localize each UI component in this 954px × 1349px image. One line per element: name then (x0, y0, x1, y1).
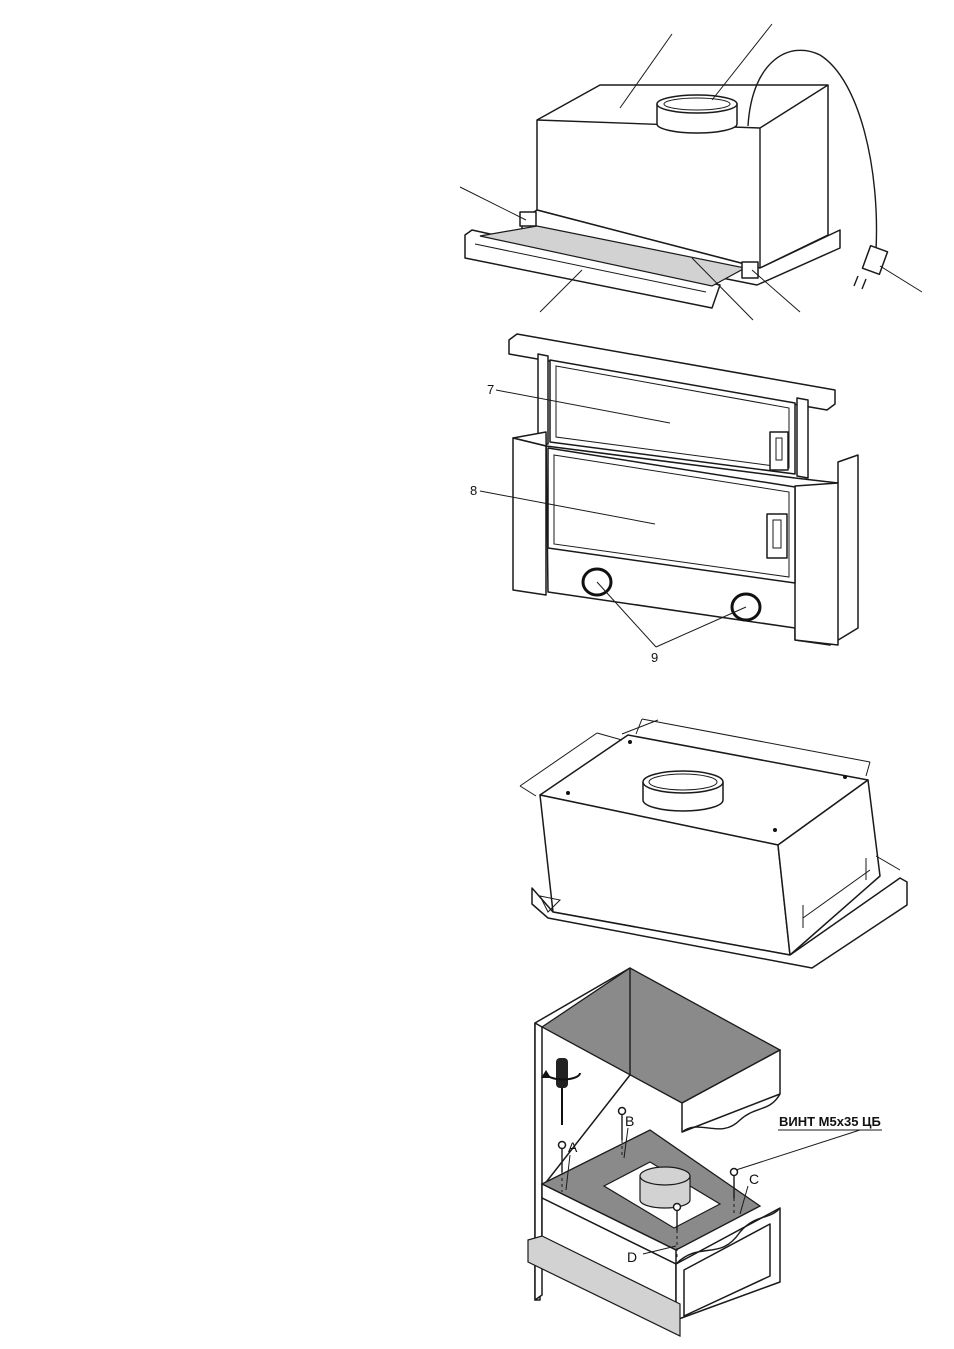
screw-caption: ВИНТ М5х35 ЦБ (779, 1114, 881, 1129)
point-label-a: A (568, 1139, 578, 1155)
hood-front-view: 7 8 9 (470, 334, 858, 665)
callout-label-9: 9 (651, 650, 658, 665)
callout-label-7: 7 (487, 382, 494, 397)
exhaust-collar-dim (643, 771, 723, 811)
leader-line (460, 187, 526, 220)
callout-label-8: 8 (470, 483, 477, 498)
hood-dimension-view (520, 719, 907, 968)
point-label-c: C (749, 1171, 759, 1187)
point-label-b: B (625, 1113, 634, 1129)
right-latch (742, 262, 758, 278)
cabinet-installation-view: ВИНТ М5х35 ЦБ A B C D (528, 968, 882, 1336)
exhaust-collar (657, 95, 737, 133)
point-label-d: D (627, 1249, 637, 1265)
caption-leader-line (736, 1130, 860, 1170)
leader-line (880, 266, 922, 292)
hood-exterior-view (460, 24, 922, 320)
duct-cylinder (640, 1167, 690, 1208)
left-latch (520, 212, 536, 226)
